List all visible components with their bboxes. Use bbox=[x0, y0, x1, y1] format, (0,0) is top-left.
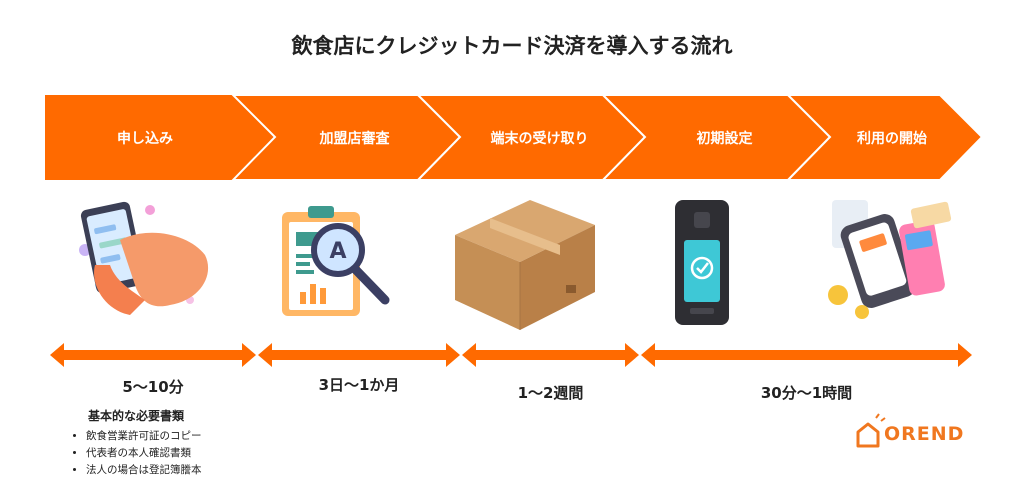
svg-text:A: A bbox=[329, 239, 346, 264]
step-label-application: 申し込み bbox=[117, 131, 173, 147]
smartphone-hand-icon bbox=[79, 201, 209, 315]
requirements-block: 基本的な必要書類 飲食営業許可証のコピー 代表者の本人確認書類 法人の場合は登記… bbox=[70, 407, 270, 479]
step-chevron-1 bbox=[45, 95, 275, 180]
step-label-terminal-receipt: 端末の受け取り bbox=[490, 131, 589, 147]
payment-terminal-icon bbox=[675, 200, 729, 325]
orend-logo-mark bbox=[856, 413, 886, 448]
step-label-start-use: 利用の開始 bbox=[857, 131, 927, 147]
duration-arrow-4 bbox=[641, 343, 972, 367]
duration-terminal-receipt: 1〜2週間 bbox=[517, 384, 584, 402]
page-title: 飲食店にクレジットカード決済を導入する流れ bbox=[291, 34, 733, 58]
duration-arrow-1 bbox=[50, 343, 256, 367]
duration-setup-start: 30分〜1時間 bbox=[760, 384, 853, 402]
requirement-item: 法人の場合は登記簿謄本 bbox=[86, 462, 270, 479]
requirement-item: 代表者の本人確認書類 bbox=[86, 445, 270, 462]
card-payment-icon bbox=[828, 200, 952, 319]
requirements-title: 基本的な必要書類 bbox=[88, 409, 185, 423]
orend-logo-text: OREND bbox=[884, 423, 965, 445]
duration-arrow-3 bbox=[462, 343, 639, 367]
duration-application: 5〜10分 bbox=[122, 378, 184, 396]
requirement-item: 飲食営業許可証のコピー bbox=[86, 428, 270, 445]
clipboard-magnifier-icon: A bbox=[282, 206, 390, 316]
step-chevron-5 bbox=[785, 94, 984, 181]
cardboard-box-icon bbox=[455, 200, 595, 330]
duration-arrow-2 bbox=[258, 343, 460, 367]
step-label-screening: 加盟店審査 bbox=[319, 131, 390, 147]
duration-screening: 3日〜1か月 bbox=[318, 376, 400, 394]
step-label-initial-setup: 初期設定 bbox=[696, 131, 753, 147]
requirements-list: 飲食営業許可証のコピー 代表者の本人確認書類 法人の場合は登記簿謄本 bbox=[70, 428, 270, 479]
